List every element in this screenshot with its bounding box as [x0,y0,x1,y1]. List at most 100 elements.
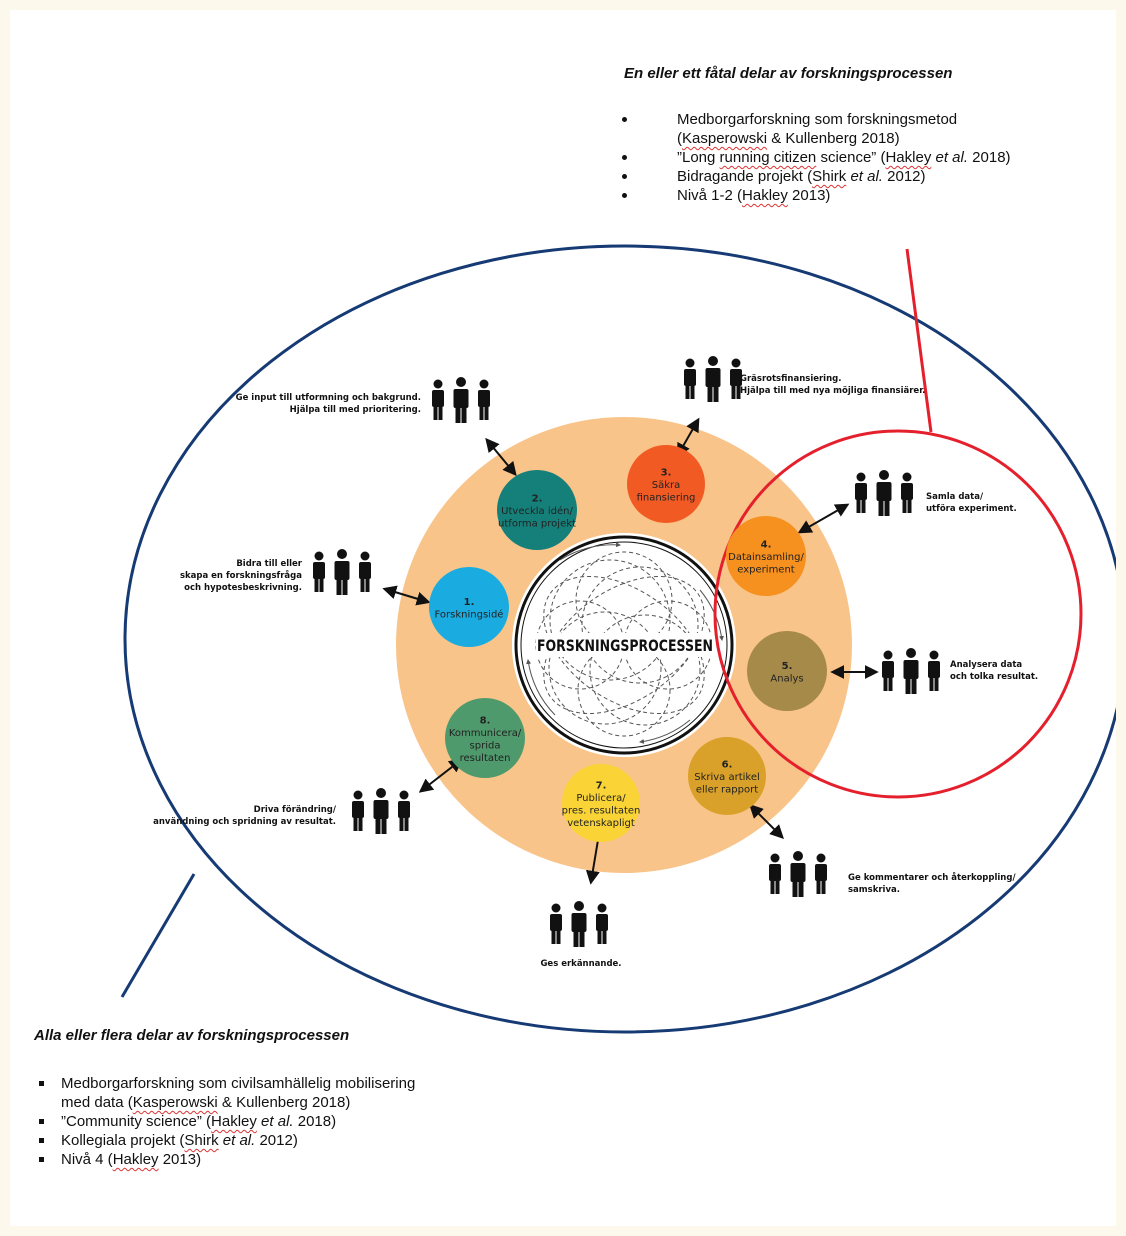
stage-number: 7. [596,780,607,791]
stage-7: 7. Publicera/pres. resultaten vetenskaplig… [562,764,641,842]
top-callout-line [905,248,933,433]
list-item: Kollegiala projekt (Shirk et al. 2012) [34,1131,554,1150]
note-line: användning och spridning av resultat. [153,817,336,827]
stage-label: utforma projekt [498,519,576,530]
bullet-dot [622,117,627,122]
people-icon [352,788,410,834]
stage-1: 1.Forskningsidé [429,567,509,647]
note-line: Driva förändring/ [254,805,337,815]
bullet-dot [622,193,627,198]
note-line: Hjälpa till med nya möjliga finansiärer. [740,386,925,396]
note-line: Analysera data [950,660,1022,670]
bullet-square [39,1157,44,1162]
stage-5: 5.Analys [747,631,827,711]
stage-label: finansiering [637,493,696,504]
list-item: ”Long running citizen science” (Hakley e… [622,148,1102,167]
stage-circle [429,567,509,647]
stage-7-note: Ges erkännande. [540,959,621,969]
note-line: och tolka resultat. [950,672,1038,682]
stage-circle [688,737,766,815]
stage-label: Kommunicera/ [449,728,522,739]
stage-label: Utveckla idén/ [501,505,573,517]
stage-number: 3. [661,468,672,479]
people-icon [684,356,742,402]
stage-circles: 1.Forskningsidé 2.Utveckla idén/utforma p… [429,445,827,842]
stage-number: 8. [480,715,491,726]
top-heading: En eller ett fåtal delar av forskningspr… [624,65,953,82]
stage-label: Skriva artikel [694,772,760,783]
stage-label: resultaten [460,753,511,764]
stage-6-note: Ge kommentarer och återkoppling/samskriv… [848,872,1016,895]
stage-number: 1. [464,597,475,608]
note-line: Ge input till utformning och bakgrund. [236,393,421,403]
bottom-reference-list: Medborgarforskning som civilsamhällelig … [34,1074,554,1169]
people-icon [432,377,490,423]
people-icon [855,470,913,516]
stage-label: pres. resultaten [562,805,641,816]
bullet-square [39,1119,44,1124]
note-line: Samla data/ [926,492,984,502]
stage-circle [497,470,577,550]
bullet-dot [622,155,627,160]
note-line: utföra experiment. [926,504,1017,514]
stage-4-note: Samla data/utföra experiment. [926,492,1017,514]
note-line: Gräsrotsfinansiering. [740,374,841,384]
outer-ellipse [123,244,1116,1034]
people-icon [313,549,371,595]
list-item: Medborgarforskning som civilsamhällelig … [34,1074,554,1112]
note-line: Ge kommentarer och återkoppling/ [848,872,1016,883]
top-reference-list: Medborgarforskning som forskningsmetod (… [622,110,1102,205]
bullet-square [39,1081,44,1086]
list-item: Nivå 1-2 (Hakley 2013) [622,186,1102,205]
stage-label: eller rapport [696,785,758,796]
list-item: Medborgarforskning som forskningsmetod (… [622,110,1102,148]
note-line: Bidra till eller [236,559,302,569]
stage-3-note: Gräsrotsfinansiering. Hjälpa till med nya… [740,374,925,396]
center-label: FORSKNINGSPROCESSEN [537,636,713,655]
note-line: och hypotesbeskrivning. [184,583,302,593]
people-icon [769,851,827,897]
stage-label: sprida [470,740,501,751]
stage-label: Datainsamling/ [728,552,804,563]
stage-4: 4.Datainsamling/experiment [726,516,806,596]
stage-label: Publicera/ [576,793,626,804]
bottom-callout-line [120,873,196,998]
people-icon [550,901,608,947]
stage-circle [445,698,525,778]
bottom-heading: Alla eller flera delar av forskningsproc… [34,1027,350,1044]
stage-circle [627,445,705,523]
research-process-diagram: FORSKNINGSPROCESSEN 1.Forskningsidé 2.Utv… [120,244,1116,1034]
stage-8: 8. Kommunicera/sprida resultaten [445,698,525,778]
stage-number: 4. [761,540,772,551]
stage-label: vetenskapligt [567,818,635,829]
stage-8-note: Driva förändring/användning och spridnin… [153,805,337,827]
bullet-dot [622,174,627,179]
note-line: skapa en forskningsfråga [180,570,302,581]
note-line: Ges erkännande. [540,959,621,969]
stage-label: experiment [737,565,795,576]
stage-circle [562,764,640,842]
stage-number: 5. [782,661,793,672]
page: En eller ett fåtal delar av forskningspr… [10,10,1116,1226]
people-icon [882,648,940,694]
stage-label: Säkra [652,480,681,491]
stage-6: 6.Skriva artikel eller rapport [688,737,766,815]
stage-5-note: Analysera data och tolka resultat. [950,660,1038,682]
stage-circle [747,631,827,711]
stage-3: 3.Säkra finansiering [627,445,705,523]
stage-circle [726,516,806,596]
stage-number: 2. [532,494,543,505]
red-highlight-circle [713,429,1083,799]
stage-2-note: Ge input till utformning och bakgrund. Hj… [236,393,421,415]
note-line: Hjälpa till med prioritering. [290,405,421,415]
list-item: ”Community science” (Hakley et al. 2018) [34,1112,554,1131]
stage-label: Forskningsidé [435,608,504,620]
stage-2: 2.Utveckla idén/utforma projekt [497,470,577,550]
list-item: Nivå 4 (Hakley 2013) [34,1150,554,1169]
stage-number: 6. [722,760,733,771]
list-item: Bidragande projekt (Shirk et al. 2012) [622,167,1102,186]
bullet-square [39,1138,44,1143]
stage-label: Analys [770,673,803,684]
